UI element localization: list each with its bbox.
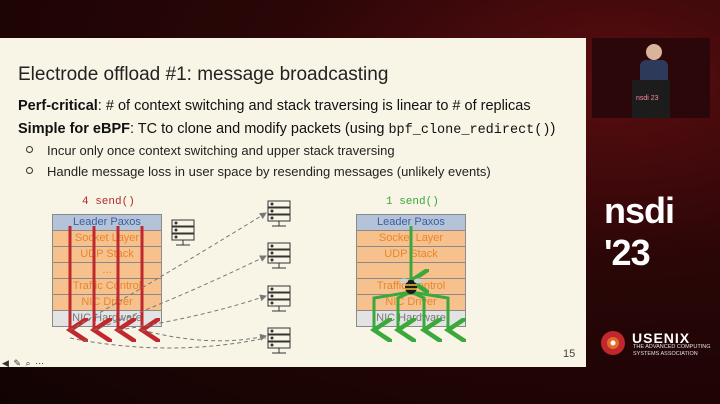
green-arrow bbox=[374, 290, 412, 330]
green-arrow bbox=[398, 290, 411, 330]
green-arrow bbox=[410, 290, 424, 330]
dashed-arrow bbox=[93, 255, 267, 331]
replica-server-icon bbox=[267, 242, 291, 269]
dashed-arrow bbox=[117, 294, 267, 331]
speaker-video-svg: nsdi 23 bbox=[592, 38, 710, 118]
bullet-icon bbox=[26, 167, 33, 174]
replica-server-icon bbox=[267, 285, 291, 312]
bullet-item: Handle message loss in user space by res… bbox=[26, 164, 491, 179]
replica-server-icon bbox=[267, 200, 291, 227]
conference-logo: nsdi '23 bbox=[604, 190, 675, 273]
right-send-arrows bbox=[374, 226, 448, 330]
stack-layer: Traffic Control bbox=[52, 279, 162, 295]
stack-layer: ... bbox=[52, 263, 162, 279]
perf-critical-label: Perf-critical bbox=[18, 98, 98, 114]
usenix-logo-icon bbox=[601, 331, 625, 355]
diagram-overlay bbox=[0, 200, 586, 354]
perf-critical-line: Perf-critical: # of context switching an… bbox=[18, 98, 531, 114]
dashed-arrow bbox=[69, 212, 267, 331]
prev-slide-icon[interactable]: ◀ bbox=[2, 358, 10, 368]
dashed-curve bbox=[69, 337, 267, 349]
simple-ebpf-code: bpf_clone_redirect() bbox=[388, 123, 551, 138]
left-send-label: 4 send() bbox=[82, 196, 135, 208]
left-stack: Leader Paxos Socket Layer UDP Stack ... … bbox=[52, 214, 162, 327]
dashed-arrow bbox=[141, 329, 267, 342]
slide: Electrode offload #1: message broadcasti… bbox=[0, 38, 586, 369]
left-send-arrows bbox=[70, 226, 142, 330]
pen-icon[interactable]: ✎ bbox=[13, 358, 22, 368]
more-icon[interactable]: ⋯ bbox=[35, 358, 46, 368]
broadcast-dashed-arrows bbox=[69, 212, 267, 349]
simple-ebpf-text: : TC to clone and modify packets (using bbox=[130, 121, 389, 137]
speaker-video: nsdi 23 bbox=[592, 38, 710, 118]
green-arrow bbox=[410, 290, 448, 330]
speaker-head bbox=[646, 44, 662, 60]
bullet-text: Incur only once context switching and up… bbox=[47, 143, 395, 158]
simple-ebpf-line: Simple for eBPF: TC to clone and modify … bbox=[18, 121, 555, 138]
usenix-tagline: THE ADVANCED COMPUTING SYSTEMS ASSOCIATI… bbox=[633, 344, 711, 357]
simple-ebpf-close: ) bbox=[550, 121, 556, 137]
bee-icon bbox=[400, 278, 422, 294]
podium-label: nsdi 23 bbox=[636, 95, 659, 102]
simple-ebpf-label: Simple for eBPF bbox=[18, 121, 130, 137]
stack-layer: Leader Paxos bbox=[356, 214, 466, 231]
leader-server-icon bbox=[171, 219, 195, 246]
slide-title: Electrode offload #1: message broadcasti… bbox=[18, 64, 389, 85]
bullet-item: Incur only once context switching and up… bbox=[26, 143, 395, 158]
presentation-toolbar[interactable]: ◀ ✎ ⌕ ⋯ bbox=[2, 358, 45, 369]
bullet-icon bbox=[26, 146, 33, 153]
zoom-icon[interactable]: ⌕ bbox=[25, 358, 32, 368]
speaker-body bbox=[640, 60, 668, 84]
bullet-text: Handle message loss in user space by res… bbox=[47, 164, 491, 179]
usenix-wordmark: USENIX bbox=[632, 330, 691, 346]
stack-layer: Socket Layer bbox=[52, 231, 162, 247]
perf-critical-text: : # of context switching and stack trave… bbox=[97, 98, 531, 114]
replica-server-icon bbox=[267, 327, 291, 354]
podium bbox=[632, 80, 670, 118]
right-send-label: 1 send() bbox=[386, 196, 439, 208]
stack-layer: Leader Paxos bbox=[52, 214, 162, 231]
slide-number: 15 bbox=[563, 348, 576, 360]
